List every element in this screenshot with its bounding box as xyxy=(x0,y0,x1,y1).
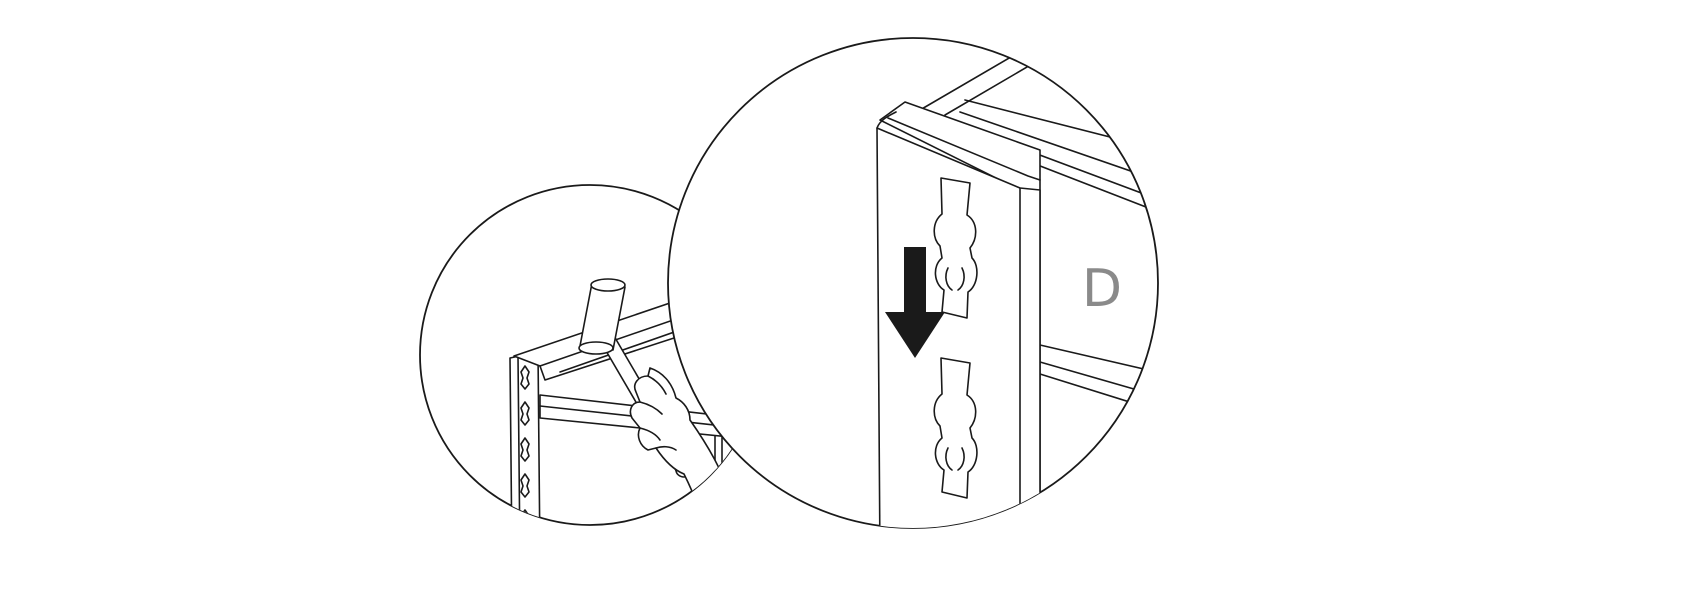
slot-detail-circle: D xyxy=(667,37,1159,580)
keyhole-slot-upper xyxy=(933,177,978,319)
part-label: D xyxy=(1082,259,1122,319)
down-arrow-icon xyxy=(885,247,945,358)
keyhole-slot-middle xyxy=(933,357,978,499)
keyhole-slot-lower xyxy=(942,535,970,580)
